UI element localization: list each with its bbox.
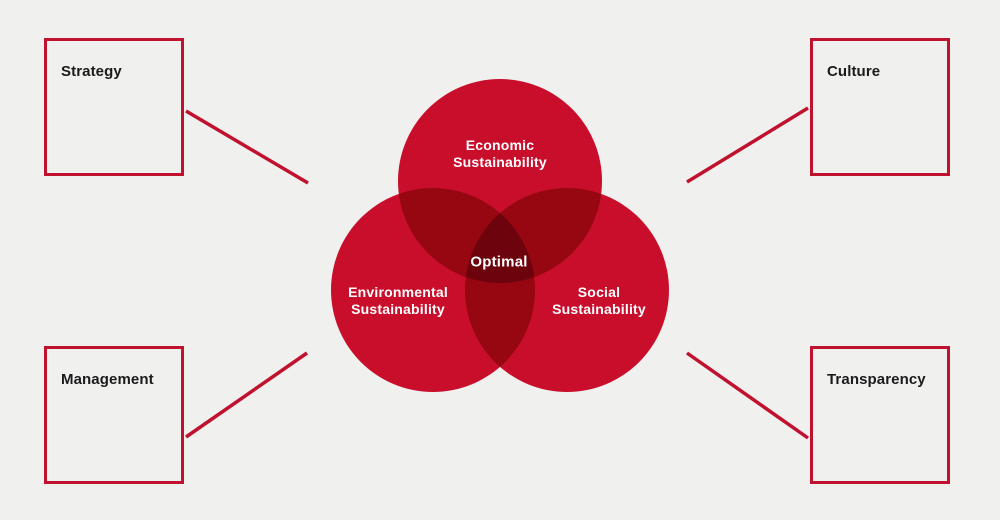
culture-box: Culture bbox=[810, 38, 950, 176]
connector-line-culture bbox=[686, 106, 809, 184]
connector-line-management bbox=[185, 351, 308, 439]
transparency-box: Transparency bbox=[810, 346, 950, 484]
optimal-center-label: Optimal bbox=[470, 253, 528, 271]
overlap-optimal-center bbox=[465, 188, 535, 283]
connector-line-strategy bbox=[185, 109, 309, 185]
management-box-label: Management bbox=[61, 371, 154, 388]
economic-circle-label: Economic Sustainability bbox=[453, 137, 547, 170]
transparency-box-label: Transparency bbox=[827, 371, 926, 388]
strategy-box: Strategy bbox=[44, 38, 184, 176]
management-box: Management bbox=[44, 346, 184, 484]
connector-line-transparency bbox=[685, 351, 810, 440]
social-circle-label: Social Sustainability bbox=[552, 284, 646, 317]
environmental-circle-label: Environmental Sustainability bbox=[348, 284, 448, 317]
strategy-box-label: Strategy bbox=[61, 63, 122, 80]
culture-box-label: Culture bbox=[827, 63, 881, 80]
